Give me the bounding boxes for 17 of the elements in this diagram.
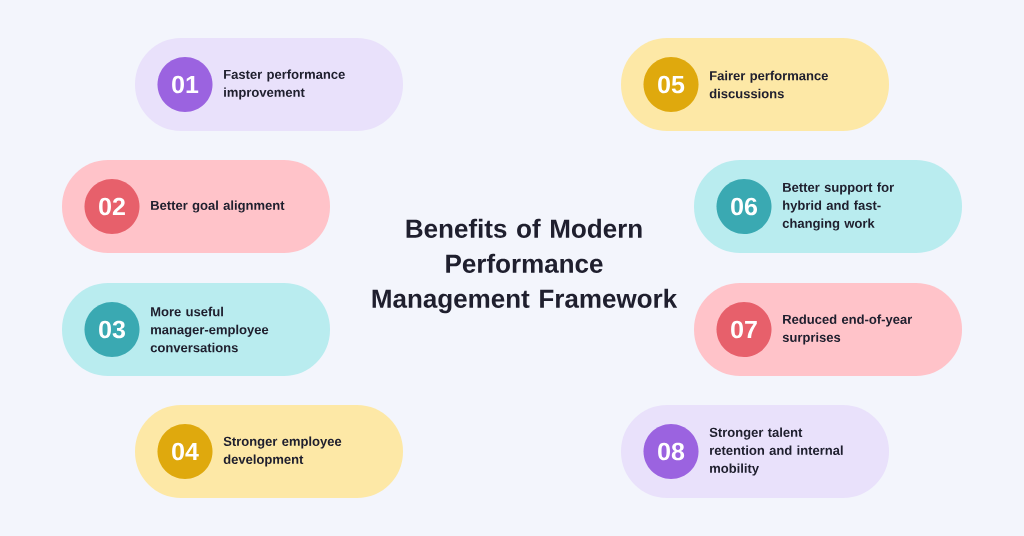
benefit-text: More useful manager-employee conversations: [150, 306, 269, 353]
benefit-text: Reduced end-of-year surprises: [782, 314, 913, 345]
benefit-text: Stronger employee development: [223, 436, 342, 467]
number-badge: 05: [643, 57, 699, 112]
number-badge: 01: [157, 57, 213, 112]
number-badge: 02: [84, 179, 140, 234]
number-badge: 07: [716, 302, 772, 357]
benefit-text: Better goal alignment: [151, 200, 285, 213]
title: Benefits of Modern Performance Management Framework: [372, 218, 678, 314]
number-badge: 03: [84, 302, 140, 357]
benefit-text: Faster performance improvement: [224, 69, 345, 100]
benefit-text: Better support for hybrid and fast-changing work: [782, 182, 894, 231]
number-badge: 08: [643, 424, 699, 479]
benefit-text: Fairer performance discussions: [709, 70, 828, 99]
number-badge: 06: [716, 179, 772, 234]
benefit-text: Stronger talent retention and internal mobility: [709, 427, 843, 476]
number-badge: 04: [157, 424, 213, 479]
